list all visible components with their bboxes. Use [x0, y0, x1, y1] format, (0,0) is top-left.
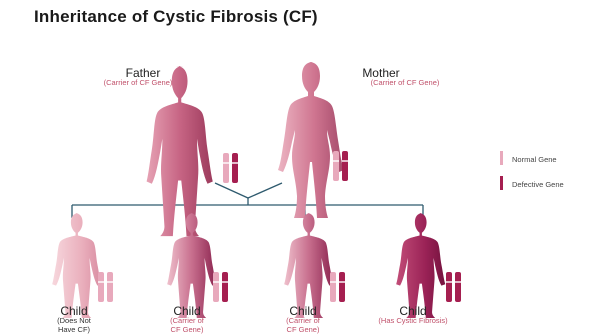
child-figure-2	[167, 213, 216, 318]
child-1-status-line2: Have CF)	[44, 326, 104, 335]
pedigree-lines	[72, 183, 423, 218]
child-1-label: Child (Does Not Have CF)	[44, 305, 104, 334]
father-status: (Carrier of CF Gene)	[88, 79, 188, 88]
child-4-gene-pair	[446, 272, 461, 302]
child-figure-1	[52, 213, 101, 318]
child-figure-3	[284, 213, 333, 318]
legend-normal-label: Normal Gene	[512, 155, 557, 164]
child-3-label: Child (Carrier of CF Gene)	[273, 305, 333, 334]
child-3-gene-pair	[330, 272, 345, 302]
legend-defective-label: Defective Gene	[512, 180, 564, 189]
child-figure-4	[396, 213, 445, 318]
mother-figure	[278, 62, 344, 218]
mother-status: (Carrier of CF Gene)	[355, 79, 455, 88]
child-2-status-line2: CF Gene)	[157, 326, 217, 335]
child-4-status-line1: (Has Cystic Fibrosis)	[363, 317, 463, 326]
child-1-gene-pair	[98, 272, 113, 302]
child-2-label: Child (Carrier of CF Gene)	[157, 305, 217, 334]
father-gene-pair	[223, 153, 238, 183]
legend-defective-swatch	[500, 176, 503, 190]
child-3-status-line2: CF Gene)	[273, 326, 333, 335]
legend-normal-swatch	[500, 151, 503, 165]
child-2-gene-pair	[213, 272, 228, 302]
father-figure	[147, 66, 213, 236]
child-4-label: Child (Has Cystic Fibrosis)	[363, 305, 463, 326]
